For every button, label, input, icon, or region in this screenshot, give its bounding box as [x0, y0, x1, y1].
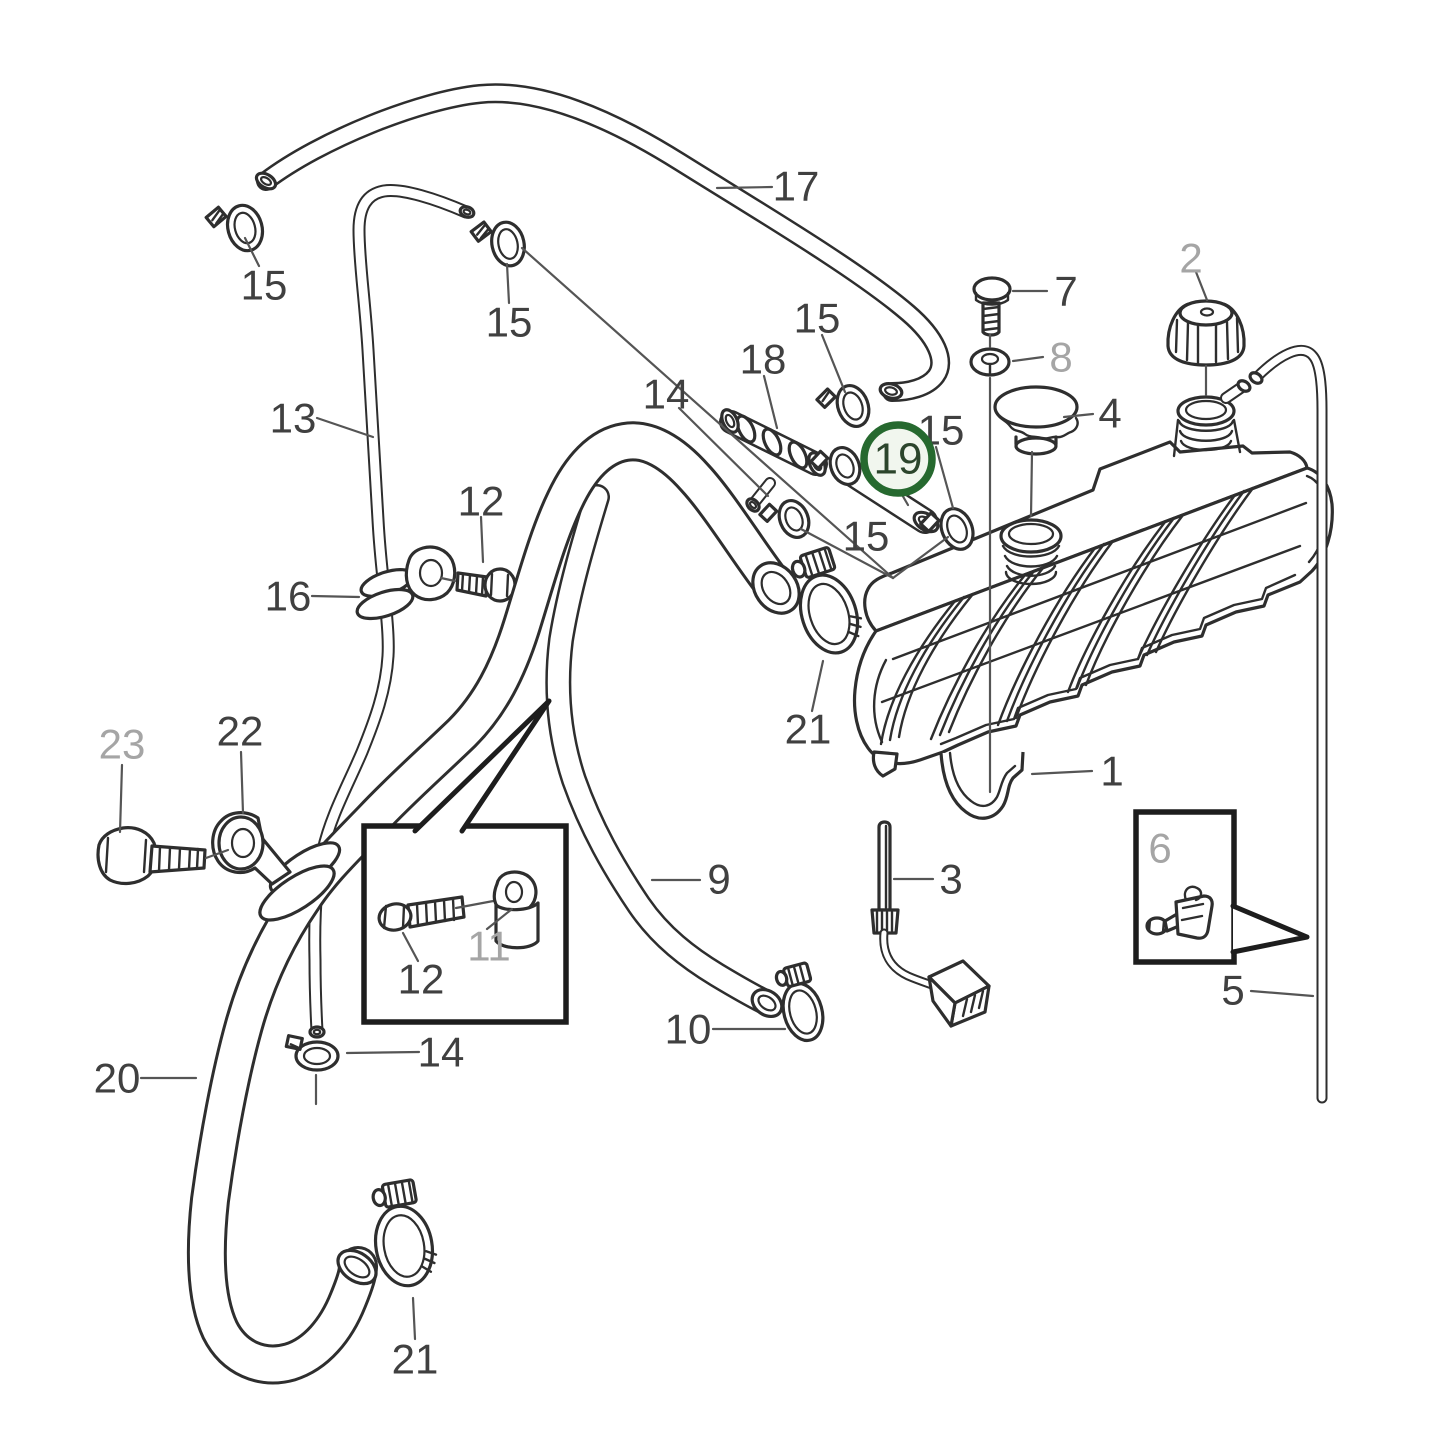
leader-line — [1030, 769, 1094, 776]
leader-line — [505, 262, 511, 305]
part-label-12[interactable]: 12 — [398, 956, 445, 1003]
part-label-4[interactable]: 4 — [1098, 390, 1121, 437]
leader-line — [310, 594, 361, 599]
bolt-23 — [96, 826, 230, 886]
leader-line — [1249, 989, 1315, 998]
leader-line — [239, 750, 245, 815]
clamp-15-b — [469, 220, 526, 268]
clamp-10 — [774, 961, 825, 1043]
leader-lines — [118, 185, 1315, 1341]
filler-cap-2 — [1166, 299, 1246, 367]
part-label-23[interactable]: 23 — [99, 721, 146, 768]
part-label-12[interactable]: 12 — [458, 478, 505, 525]
part-labels: 1715151318151415151216782412122232091112… — [94, 163, 1245, 1383]
clamp-21-upper — [790, 546, 863, 655]
part-label-13[interactable]: 13 — [270, 395, 317, 442]
bolt-12-inset — [377, 895, 506, 932]
leader-line — [520, 246, 895, 580]
part-label-7[interactable]: 7 — [1054, 268, 1077, 315]
part-label-21[interactable]: 21 — [785, 706, 832, 753]
leader-line — [1062, 412, 1095, 419]
hose-9 — [545, 484, 784, 1019]
part-label-15[interactable]: 15 — [843, 513, 890, 560]
part-label-22[interactable]: 22 — [217, 708, 264, 755]
leader-line — [934, 445, 955, 510]
part-label-1[interactable]: 1 — [1100, 748, 1123, 795]
clamp-15-pipe-left — [809, 446, 862, 486]
part-label-16[interactable]: 16 — [265, 573, 312, 620]
hose-17 — [254, 83, 951, 402]
bracket-16 — [404, 545, 457, 602]
leader-line — [243, 236, 261, 268]
part-label-15[interactable]: 15 — [794, 295, 841, 342]
clip-6 — [1145, 885, 1214, 940]
sensor-3 — [870, 820, 991, 1028]
leader-line — [401, 931, 420, 963]
part-label-14[interactable]: 14 — [418, 1029, 465, 1076]
clamp-21-lower — [371, 1178, 438, 1288]
inset-box-clip-6 — [1133, 809, 1310, 965]
inset-box-fastener — [361, 698, 569, 1025]
overflow-hose-5 — [1248, 345, 1328, 1104]
mounting-axis-lines — [988, 333, 1208, 794]
leader-line — [799, 527, 895, 580]
part-label-14[interactable]: 14 — [643, 371, 690, 418]
hose-collar-22 — [258, 841, 342, 922]
pressure-cap-4 — [993, 385, 1079, 456]
leader-line — [411, 1296, 417, 1341]
part-label-15[interactable]: 15 — [486, 299, 533, 346]
leader-line — [810, 659, 825, 713]
part-label-6[interactable]: 6 — [1148, 825, 1171, 872]
leader-line — [118, 763, 124, 834]
part-label-2[interactable]: 2 — [1179, 235, 1202, 282]
bolt-7 — [972, 276, 1012, 337]
part-label-5[interactable]: 5 — [1221, 967, 1244, 1014]
grommet-11-inset — [492, 870, 540, 950]
part-label-19-highlighted[interactable]: 19 — [874, 435, 923, 484]
leader-line — [762, 374, 779, 430]
washer-8 — [969, 347, 1011, 377]
part-label-20[interactable]: 20 — [94, 1055, 141, 1102]
leader-line — [479, 515, 485, 564]
clamp-15-e — [919, 507, 975, 551]
part-label-10[interactable]: 10 — [665, 1006, 712, 1053]
bracket-22 — [211, 811, 292, 886]
part-label-21[interactable]: 21 — [392, 1336, 439, 1383]
part-label-18[interactable]: 18 — [740, 336, 787, 383]
grommet-16 — [355, 568, 415, 621]
leader-line — [677, 406, 770, 498]
leader-line — [1011, 355, 1045, 363]
connector-stub-14 — [745, 477, 776, 513]
part-label-3[interactable]: 3 — [939, 856, 962, 903]
clamp-14-lower — [284, 1034, 340, 1072]
highlight-ring[interactable] — [860, 421, 936, 497]
clamp-15-c — [815, 384, 871, 428]
part-label-8[interactable]: 8 — [1049, 334, 1072, 381]
part-label-9[interactable]: 9 — [707, 856, 730, 903]
selected-part-marker[interactable]: 19 — [860, 421, 936, 507]
leader-line — [891, 535, 950, 580]
part-label-17[interactable]: 17 — [773, 163, 820, 210]
part-label-15[interactable]: 15 — [241, 262, 288, 309]
leader-line — [715, 185, 774, 190]
leader-line — [820, 333, 847, 394]
clamp-15-a — [204, 203, 265, 253]
leader-line — [485, 907, 514, 931]
leader-line — [345, 1050, 421, 1055]
leader-line — [1194, 270, 1209, 302]
leader-line — [315, 416, 375, 439]
part-label-11[interactable]: 11 — [467, 923, 511, 970]
